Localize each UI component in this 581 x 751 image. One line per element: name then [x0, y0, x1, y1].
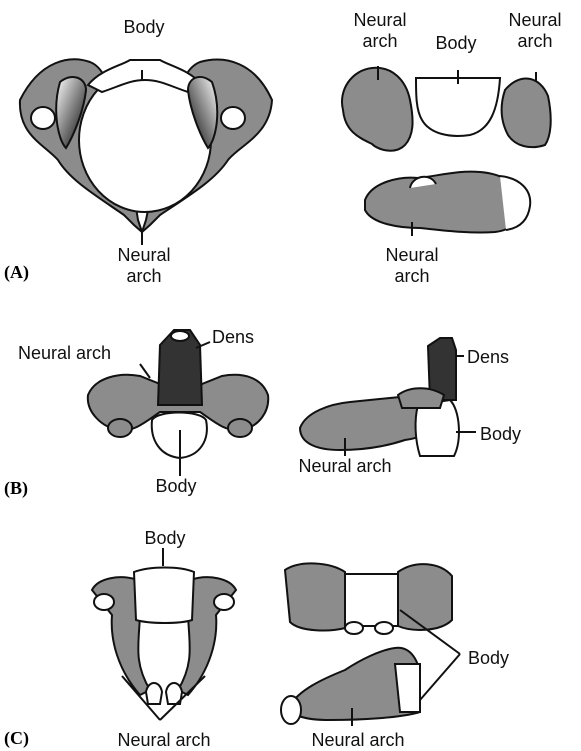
label-b-right-dens: Dens: [467, 347, 509, 368]
label-a-right-neural-arch-bottom: Neural arch: [372, 245, 452, 287]
label-b-right-body: Body: [480, 424, 521, 445]
label-a-body: Body: [114, 17, 174, 38]
label-a-right-neural-arch-right-line1: Neural: [497, 10, 573, 31]
label-b-dens: Dens: [212, 327, 254, 348]
label-a-right-neural-arch-right-line2: arch: [497, 31, 573, 52]
label-a-right-neural-arch-right: Neural arch: [497, 10, 573, 52]
label-a-neural-arch-line1: Neural: [104, 245, 184, 266]
label-a-neural-arch-line2: arch: [104, 266, 184, 287]
panel-a-letter: (A): [4, 262, 29, 283]
label-a-right-neural-arch-bottom-line1: Neural: [372, 245, 452, 266]
label-a-right-neural-arch-left-line1: Neural: [342, 10, 418, 31]
label-a-right-neural-arch-bottom-line2: arch: [372, 266, 452, 287]
panel-c-letter: (C): [4, 728, 29, 749]
label-a-right-neural-arch-left: Neural arch: [342, 10, 418, 52]
panel-b-front-view: [88, 330, 268, 476]
label-c-neural-arch: Neural arch: [104, 730, 224, 751]
panel-a-right-pieces: [342, 66, 551, 236]
label-a-right-neural-arch-left-line2: arch: [342, 31, 418, 52]
label-c-right-body: Body: [468, 648, 509, 669]
panel-c-right-views: [281, 563, 460, 726]
label-c-body: Body: [135, 528, 195, 549]
panel-a-superior-view: [20, 59, 272, 245]
label-a-neural-arch: Neural arch: [104, 245, 184, 287]
label-b-neural-arch: Neural arch: [18, 343, 111, 364]
label-a-right-body: Body: [426, 33, 486, 54]
panel-b-side-view: [300, 338, 476, 456]
label-b-right-neural-arch: Neural arch: [285, 456, 405, 477]
label-c-right-neural-arch: Neural arch: [298, 730, 418, 751]
panel-c-superior-view: [92, 548, 236, 720]
panel-b-letter: (B): [4, 478, 28, 499]
label-b-body: Body: [146, 476, 206, 497]
